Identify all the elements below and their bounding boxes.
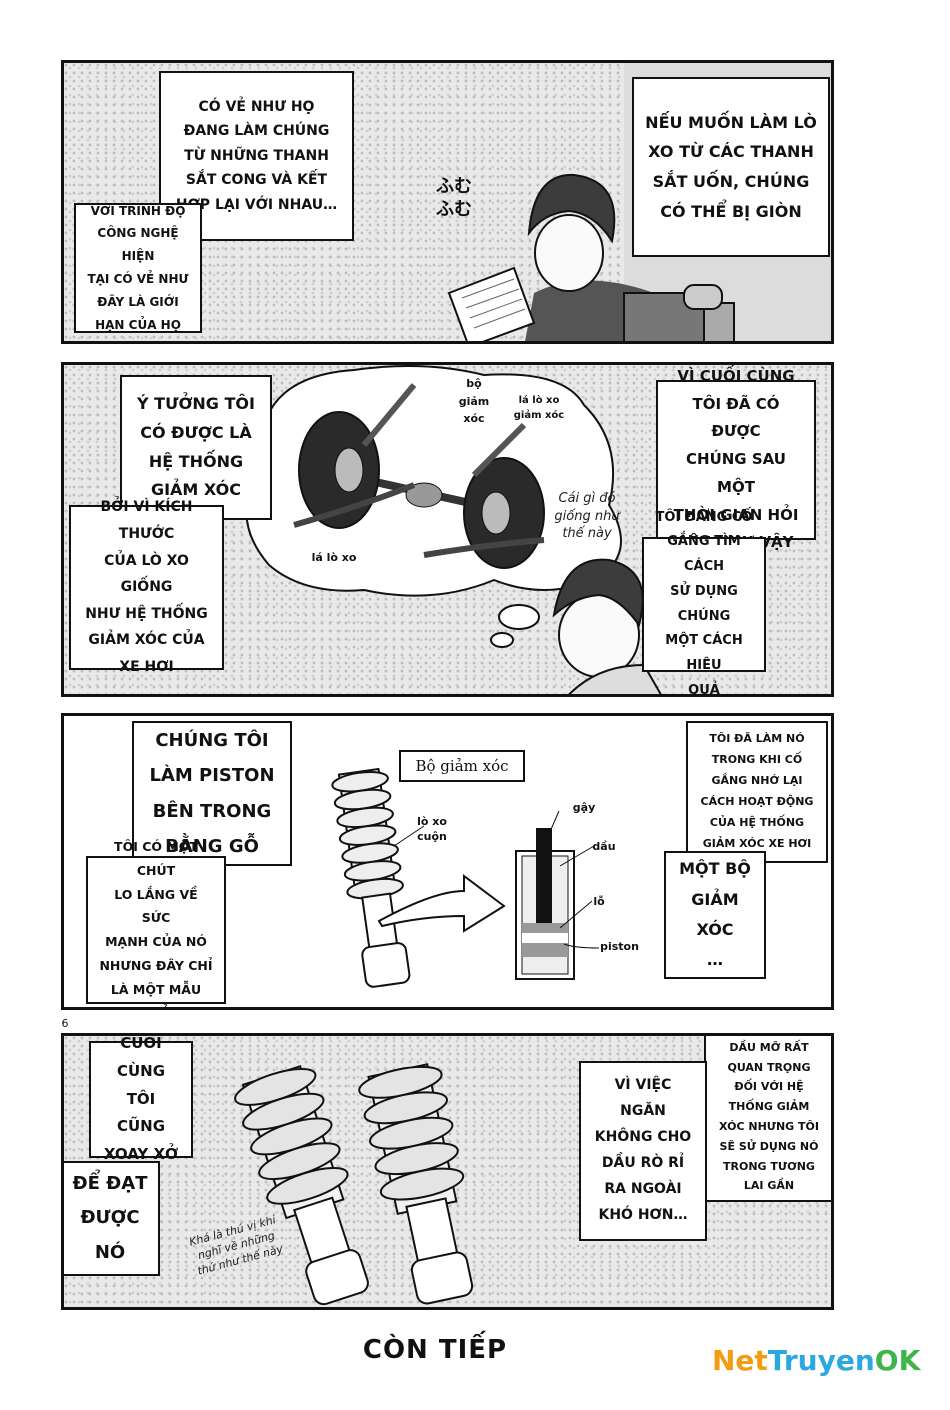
thought-text: Cái gì đó giống như thế này	[554, 491, 620, 542]
caption-top-left: Ý TƯỞNG TÔI CÓ ĐƯỢC LÀ HỆ THỐNG GIẢM XÓC	[120, 375, 272, 520]
sfx-text: ふむ ふむ	[436, 176, 472, 221]
caption-top-right: TÔI ĐÃ LÀM NÓ TRONG KHI CỐ GẮNG NHỚ LẠI …	[686, 721, 828, 863]
label-shock-absorber: bộ giảm xóc	[458, 377, 490, 426]
finished-shock-absorbers-illustration	[234, 1063, 474, 1306]
caption-top-left: CUỐI CÙNG TÔI CŨNG XOAY XỞ	[89, 1036, 193, 1163]
caption-left: BỞI VÌ KÍCH THƯỚC CỦA LÒ XO GIỐNG NHƯ HỆ…	[69, 499, 224, 675]
panel-1: CÓ VẺ NHƯ HỌ ĐANG LÀM CHÚNG TỪ NHỮNG THA…	[61, 60, 834, 344]
thought-bubble	[243, 365, 662, 694]
caption-left: TÔI CÓ MỘT CHÚT LO LẮNG VỀ SỨC MẠNH CỦA …	[86, 839, 226, 1007]
to-be-continued: CÒN TIẾP	[362, 1335, 508, 1365]
label-coil-spring: lò xo cuộn	[417, 815, 447, 844]
label-leaf-spring: lá lò xo	[311, 551, 357, 564]
page-number: 6	[61, 1017, 69, 1030]
diagram-title: Bộ giảm xóc	[399, 750, 525, 782]
label-leaf-spring-top: lá lò xo giảm xóc	[513, 395, 565, 421]
label-piston: piston	[600, 940, 639, 953]
watermark-part-3: OK	[874, 1344, 921, 1377]
caption-top: CÓ VẺ NHƯ HỌ ĐANG LÀM CHÚNG TỪ NHỮNG THA…	[159, 71, 354, 241]
label-oil: dầu	[592, 840, 616, 853]
label-rod: gậy	[572, 801, 596, 814]
caption-left: VỚI TRÌNH ĐỘ CÔNG NGHỆ HIỆN TẠI CÓ VẺ NH…	[74, 203, 202, 333]
label-hole: lỗ	[593, 895, 605, 908]
caption-top-right: DẦU MỠ RẤT QUAN TRỌNG ĐỐI VỚI HỆ THỐNG G…	[704, 1036, 831, 1202]
caption-top-left: CHÚNG TÔI LÀM PISTON BÊN TRONG BẰNG GỖ	[132, 721, 292, 866]
panel-3: CHÚNG TÔI LÀM PISTON BÊN TRONG BẰNG GỖ T…	[61, 713, 834, 1010]
watermark-part-1: Net	[712, 1344, 768, 1377]
caption-right: NẾU MUỐN LÀM LÒ XO TỪ CÁC THANH SẮT UỐN,…	[632, 77, 830, 257]
caption-right: VÌ VIỆC NGĂN KHÔNG CHO DẦU RÒ RỈ RA NGOÀ…	[579, 1061, 707, 1241]
caption-right: TÔI ĐANG CỐ GẮNG TÌM CÁCH SỬ DỤNG CHÚNG …	[642, 510, 766, 694]
caption-left: ĐỂ ĐẠT ĐƯỢC NÓ	[64, 1161, 160, 1276]
caption-right: MỘT BỘ GIẢM XÓC …	[664, 851, 766, 979]
watermark-part-2: Truyen	[767, 1344, 875, 1377]
panel-4: CUỐI CÙNG TÔI CŨNG XOAY XỞ ĐỂ ĐẠT ĐƯỢC N…	[61, 1033, 834, 1310]
watermark-logo: NetTruyenOK	[712, 1344, 937, 1384]
panel-2: Ý TƯỞNG TÔI CÓ ĐƯỢC LÀ HỆ THỐNG GIẢM XÓC…	[61, 362, 834, 697]
shock-absorber-diagram	[331, 767, 600, 988]
